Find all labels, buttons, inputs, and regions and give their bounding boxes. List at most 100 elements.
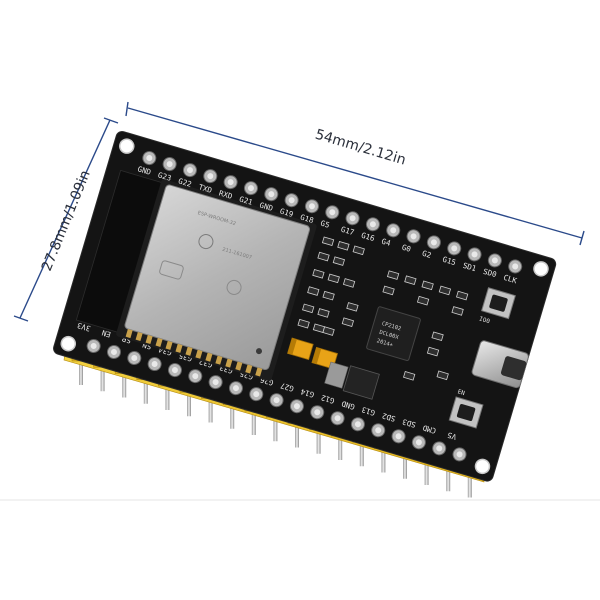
smd-part <box>352 245 365 256</box>
module-pad <box>125 329 133 339</box>
downward-pins <box>79 359 472 498</box>
downward-pin <box>187 390 191 417</box>
reset-button[interactable] <box>448 396 484 429</box>
header-pin-center <box>471 251 478 258</box>
top-pin-label: G5 <box>319 219 330 230</box>
top-pin-label: G2 <box>421 249 432 260</box>
downward-pin <box>424 459 429 485</box>
smd-part <box>438 285 452 296</box>
module-pad <box>255 367 263 377</box>
downward-pin <box>208 396 213 423</box>
bottom-pin-label: G27 <box>279 381 295 393</box>
header-pin-center <box>131 355 138 362</box>
smd-components <box>297 236 469 381</box>
bottom-pin-label: G13 <box>361 405 377 417</box>
bottom-pin-label: SP <box>121 334 133 345</box>
top-pin-label: G23 <box>157 170 173 182</box>
header-pin-center <box>288 197 295 204</box>
header-pin-center <box>192 373 199 380</box>
smd-part <box>436 370 449 381</box>
top-pin-label: G4 <box>380 237 392 248</box>
header-pin-center <box>349 215 356 222</box>
downward-pin <box>100 365 105 392</box>
header-pin-center <box>491 257 498 264</box>
header-pin-center <box>273 397 280 404</box>
recycle-mark-icon <box>226 279 242 295</box>
smd-part <box>322 290 335 301</box>
header-pin-center <box>415 439 422 446</box>
smd-part <box>297 318 310 329</box>
voltage-regulator <box>342 365 380 400</box>
module-pads <box>125 329 263 377</box>
bottom-pin-label: 3V3 <box>76 321 92 333</box>
smd-part <box>456 290 469 301</box>
length-label: 54mm/2.12in <box>313 127 407 169</box>
module-pad <box>145 334 153 345</box>
downward-pin <box>446 465 451 492</box>
smd-part <box>426 346 440 357</box>
smd-part <box>321 236 335 247</box>
smd-part <box>416 295 430 306</box>
header-pin-center <box>430 239 437 246</box>
top-pin-label: CLK <box>502 273 518 286</box>
header-pin-center <box>268 191 275 198</box>
header-pin-center <box>314 409 321 416</box>
top-pin-row <box>142 151 523 274</box>
boot-button-label: IO0 <box>478 316 491 326</box>
module-pad <box>175 343 183 353</box>
downward-pin <box>403 452 407 479</box>
usb-uart-chip <box>366 306 421 361</box>
header-pin-center <box>186 167 193 174</box>
smd-part <box>341 317 355 327</box>
downward-pin <box>230 402 235 429</box>
header-pin-center <box>212 379 219 386</box>
smd-part <box>317 251 330 262</box>
bottom-pin-label: SD2 <box>381 411 397 423</box>
chip-line-1: CP2102 <box>381 321 402 332</box>
downward-pin <box>122 371 127 398</box>
header-pin-center <box>227 179 234 186</box>
header-pin-center <box>456 451 463 458</box>
header-pin-center <box>369 221 376 228</box>
header-pin-center <box>146 155 153 162</box>
module-pad <box>155 337 163 347</box>
esp32-metal-shield <box>124 184 311 370</box>
header-pin-center <box>436 445 443 452</box>
header-pin-center <box>247 185 254 192</box>
smd-part <box>403 371 416 381</box>
top-pin-label: G17 <box>340 225 356 237</box>
smd-part <box>386 270 400 280</box>
smd-part <box>342 278 356 288</box>
smd-part <box>346 302 359 312</box>
header-pin-center <box>110 349 117 356</box>
module-pad <box>205 352 213 362</box>
header-pin-center <box>512 263 519 270</box>
top-pin-label: SD0 <box>482 267 498 280</box>
downward-pin <box>338 434 343 460</box>
smd-part <box>317 308 330 318</box>
smd-part <box>451 306 464 316</box>
module-pad <box>165 340 173 350</box>
downward-pin <box>359 440 364 467</box>
module-pad <box>215 355 223 365</box>
chip-line-2: DCL00X <box>378 330 399 342</box>
boot-button[interactable] <box>481 287 516 320</box>
smd-part <box>302 303 315 314</box>
header-pin-center <box>390 227 397 234</box>
header-pin-center <box>166 161 173 168</box>
module-pad <box>225 358 233 368</box>
downward-pin <box>251 409 256 435</box>
header-pin-center <box>354 421 361 428</box>
reset-button-label: EN <box>457 388 466 397</box>
header-pin-center <box>329 209 336 216</box>
downward-pin <box>467 471 472 498</box>
bottom-pin-label: SD3 <box>401 417 417 429</box>
header-pin-center <box>207 173 214 180</box>
header-pin-center <box>253 391 260 398</box>
bottom-pin-label: V5 <box>446 430 457 441</box>
header-pin-center <box>395 433 402 440</box>
mounting-hole <box>474 458 491 475</box>
chip-line-3: 2014+ <box>376 338 394 349</box>
